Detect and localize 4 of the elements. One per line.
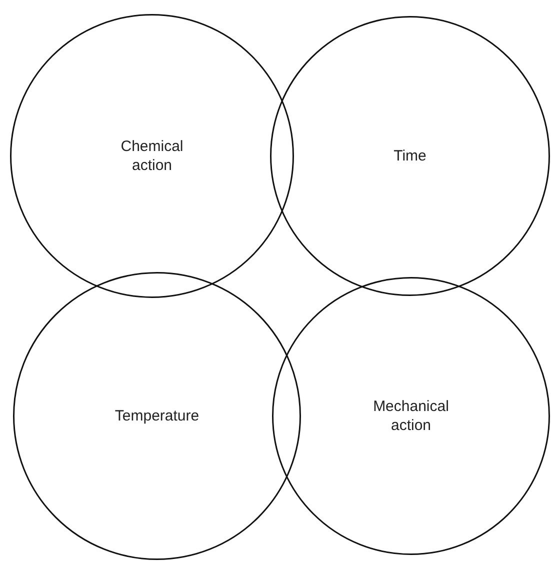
circle-label: Chemical action — [120, 137, 184, 175]
circle-label: Mechanical action — [372, 397, 450, 435]
circle-label: Temperature — [114, 406, 200, 426]
circle-label: Time — [392, 146, 428, 166]
